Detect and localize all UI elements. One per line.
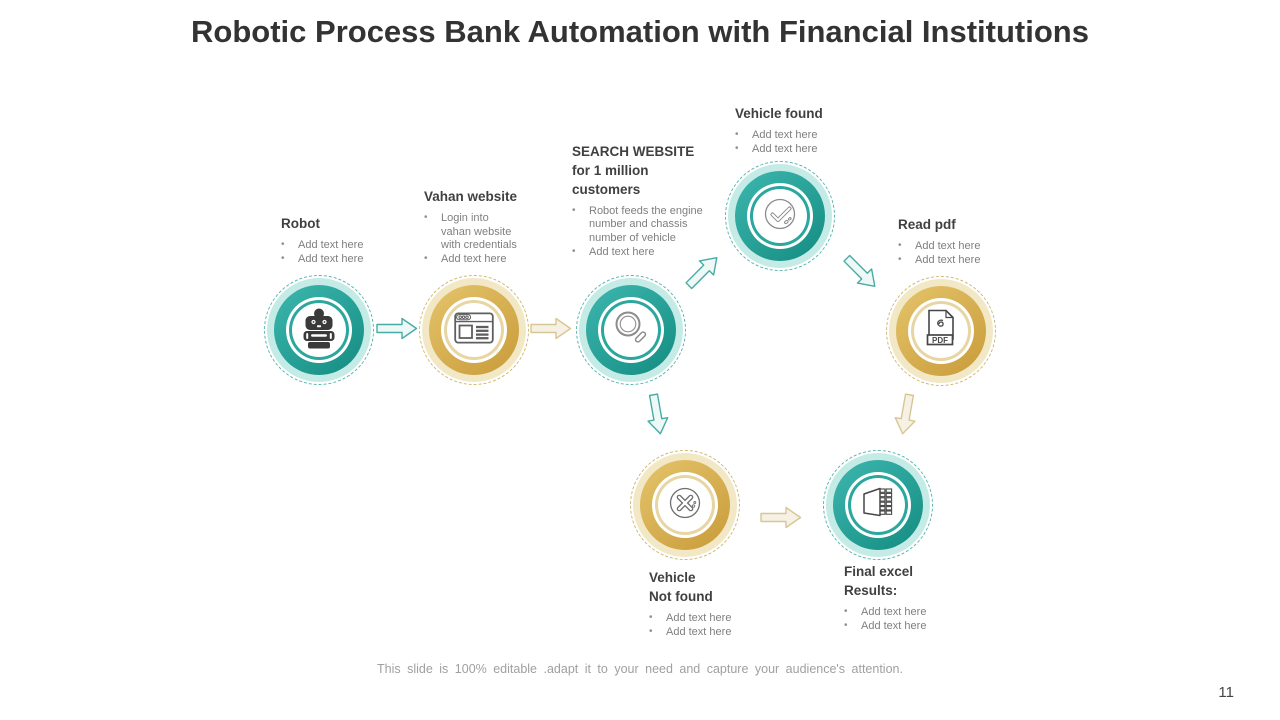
bullet-dot: • — [898, 253, 902, 265]
bullet-list: •Add text here •Add text here — [898, 240, 1008, 268]
editable-note: This slide is 100% editable .adapt it to… — [377, 662, 903, 676]
bullet-list: •Add text here •Add text here — [649, 612, 759, 640]
check-icon — [757, 191, 803, 242]
list-item: •Add text here — [649, 625, 732, 638]
node-text-vahan-website: Vahan website •Login into vahan website … — [424, 188, 549, 267]
bullet-dot: • — [424, 253, 428, 265]
node-title-robot: Robot — [281, 216, 320, 231]
node-circle-vehicle-not-found — [630, 450, 740, 560]
list-item: •Add text here — [898, 253, 981, 266]
list-item: •Add text here — [844, 605, 927, 618]
node-title-vahan-website: Vahan website — [424, 189, 518, 204]
bullet-dot: • — [572, 204, 576, 216]
search-icon — [610, 307, 652, 354]
bullet-list: •Robot feeds the engine number and chass… — [572, 205, 727, 260]
list-item: •Add text here — [844, 619, 927, 632]
dashed-ring — [576, 275, 686, 385]
node-circle-read-pdf: PDF — [886, 276, 996, 386]
list-item: •Add text here — [424, 253, 507, 266]
page-title: Robotic Process Bank Automation with Fin… — [191, 14, 1089, 49]
dashed-ring — [630, 450, 740, 560]
dashed-ring — [886, 276, 996, 386]
page-number: 11 — [1218, 684, 1234, 701]
node-title-final-excel: Final excel Results: — [844, 564, 914, 598]
arrow-search-to-vehicle-not-found-icon — [640, 391, 674, 437]
bullet-dot: • — [844, 605, 848, 617]
bullet-list: •Login into vahan website with credentia… — [424, 212, 549, 267]
node-text-final-excel: Final excel Results: •Add text here •Add… — [844, 563, 959, 633]
node-circle-vehicle-found — [725, 161, 835, 271]
bullet-dot: • — [649, 611, 653, 623]
node-circle-vahan-website — [419, 275, 529, 385]
node-circle-robot — [264, 275, 374, 385]
bullet-dot: • — [735, 128, 739, 140]
list-item: •Add text here — [281, 238, 364, 251]
bullet-list: •Add text here •Add text here — [281, 239, 396, 267]
cross-icon — [662, 480, 708, 531]
list-item: •Add text here — [735, 128, 818, 141]
arrow-vehicle-not-found-to-final-excel-icon — [760, 504, 802, 531]
arrow-robot-to-vahan-icon — [376, 315, 418, 342]
bullet-dot: • — [424, 211, 428, 223]
node-circle-search-website — [576, 275, 686, 385]
pdf-icon: PDF — [923, 308, 959, 355]
arrow-read-pdf-to-final-excel-icon — [889, 391, 923, 437]
node-title-vehicle-found: Vehicle found — [735, 106, 823, 121]
bullet-dot: • — [281, 238, 285, 250]
svg-text:PDF: PDF — [932, 335, 948, 344]
bullet-dot: • — [844, 619, 848, 631]
node-text-search-website: SEARCH WEBSITE for 1 million customers •… — [572, 143, 727, 260]
dashed-ring — [419, 275, 529, 385]
list-item: •Add text here — [649, 611, 732, 624]
bullet-dot: • — [281, 252, 285, 264]
dashed-ring — [725, 161, 835, 271]
node-title-read-pdf: Read pdf — [898, 217, 956, 232]
node-circle-final-excel — [823, 450, 933, 560]
bullet-list: •Add text here •Add text here — [844, 606, 959, 634]
node-title-vehicle-not-found: Vehicle Not found — [649, 570, 713, 604]
bullet-dot: • — [735, 142, 739, 154]
list-item: •Add text here — [898, 239, 981, 252]
bullet-dot: • — [572, 245, 576, 257]
excel-icon — [857, 485, 899, 526]
arrow-search-to-vehicle-found-icon — [679, 247, 728, 296]
arrow-vahan-to-search-icon — [530, 315, 572, 342]
arrow-vehicle-found-to-read-pdf-icon — [837, 248, 886, 297]
list-item: •Add text here — [572, 245, 655, 258]
dashed-ring — [823, 450, 933, 560]
list-item: •Add text here — [281, 252, 364, 265]
bullet-dot: • — [898, 239, 902, 251]
robot-icon — [299, 307, 339, 354]
node-title-search-website: SEARCH WEBSITE for 1 million customers — [572, 144, 695, 197]
dashed-ring — [264, 275, 374, 385]
node-text-vehicle-not-found: Vehicle Not found •Add text here •Add te… — [649, 569, 759, 639]
bullet-list: •Add text here •Add text here — [735, 129, 855, 157]
list-item: •Login into vahan website with credentia… — [424, 211, 517, 252]
browser-icon — [454, 311, 494, 349]
list-item: •Add text here — [735, 142, 818, 155]
bullet-dot: • — [649, 625, 653, 637]
node-text-vehicle-found: Vehicle found •Add text here •Add text h… — [735, 105, 855, 156]
list-item: •Robot feeds the engine number and chass… — [572, 204, 703, 245]
node-text-robot: Robot •Add text here •Add text here — [281, 215, 396, 266]
node-text-read-pdf: Read pdf •Add text here •Add text here — [898, 216, 1008, 267]
